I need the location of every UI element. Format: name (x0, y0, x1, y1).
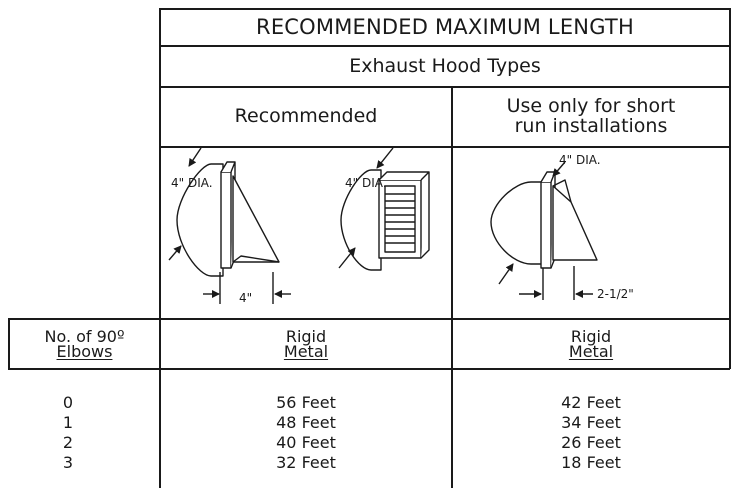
hood3-duct-body (490, 181, 532, 265)
material-col3-line1: Rigid (570, 326, 612, 346)
column-header-short-run: Use only for short run installations (453, 88, 729, 146)
short-run-line1: Use only for short (506, 95, 676, 118)
left-border (159, 8, 161, 488)
recommended-length-cell: 40 Feet (276, 433, 336, 452)
short-run-length-cell: 18 Feet (561, 453, 621, 472)
hood3-dia-arrow-top (552, 161, 566, 177)
material-col3-line2: Metal (568, 342, 614, 361)
hood1-flange (220, 171, 232, 269)
row-header-left-border (8, 318, 10, 369)
hood2-duct-body (340, 169, 372, 271)
hood3-width-label: 2-1/2" (597, 287, 634, 301)
column-divider (451, 86, 453, 488)
recommended-length-cell: 48 Feet (276, 413, 336, 432)
material-col2-line2: Metal (283, 342, 329, 361)
hood1-duct-body (176, 163, 212, 277)
flap-hood-diagram (176, 161, 280, 277)
short-run-length-cell: 42 Feet (561, 393, 621, 412)
hood2-louvers (385, 193, 415, 244)
recommended-length-cell: 32 Feet (276, 453, 336, 472)
top-border (160, 8, 730, 10)
hood3-cover (552, 185, 598, 261)
subtitle-divider (160, 86, 730, 88)
column-header-recommended: Recommended (234, 105, 378, 128)
hood2-dia-label: 4" DIA. (345, 176, 387, 190)
recommended-length-cell: 56 Feet (276, 393, 336, 412)
material-col2-line1: Rigid (285, 326, 327, 346)
hood3-dia-label: 4" DIA. (559, 153, 601, 167)
title-divider (160, 45, 730, 47)
short-run-length-cell: 34 Feet (561, 413, 621, 432)
louvered-hood-diagram (340, 169, 430, 271)
hood-diagrams: 4" DIA. 4" 4" DIA. 4" DIA. 2-1/2" (168, 148, 634, 305)
diagram-bottom-line (8, 318, 730, 320)
row-header-line1: No. of 90º (44, 326, 125, 346)
hood3-cover-top (552, 179, 572, 203)
column-header-divider (160, 146, 730, 148)
hood2-dia-arrow-top (376, 148, 394, 169)
short-run-length-cell: 26 Feet (561, 433, 621, 452)
material-header-divider (8, 368, 730, 370)
hood2-louver-panel (384, 185, 416, 253)
hood1-dia-arrow-top (188, 148, 202, 167)
hood1-width-label: 4" (239, 291, 252, 305)
short-run-hood-diagram (490, 171, 598, 269)
hood1-flap-side (232, 255, 280, 263)
hood3-flange (540, 181, 552, 269)
hood1-dia-arrow-bottom (168, 245, 182, 261)
hood2-dia-arrow-bottom (338, 247, 356, 269)
table-title: RECOMMENDED MAXIMUM LENGTH (256, 15, 634, 40)
elbows-cell: 1 (62, 413, 74, 432)
elbows-cell: 0 (62, 393, 74, 412)
row-header-line2: Elbows (56, 342, 113, 361)
hood3-dia-arrow-bottom (498, 263, 514, 285)
right-border (729, 8, 731, 369)
table-subtitle: Exhaust Hood Types (349, 54, 541, 77)
hood2-frame-top (378, 171, 430, 259)
row-header-elbows: No. of 90º Elbows (10, 322, 159, 366)
short-run-line2: run installations (514, 115, 668, 137)
elbows-cell: 2 (62, 433, 74, 452)
hood1-dia-label: 4" DIA. (171, 176, 213, 190)
material-header-short-run: Rigid Metal (453, 322, 729, 366)
material-header-recommended: Rigid Metal (161, 322, 451, 366)
elbows-cell: 3 (62, 453, 74, 472)
hood1-flap (232, 175, 280, 263)
